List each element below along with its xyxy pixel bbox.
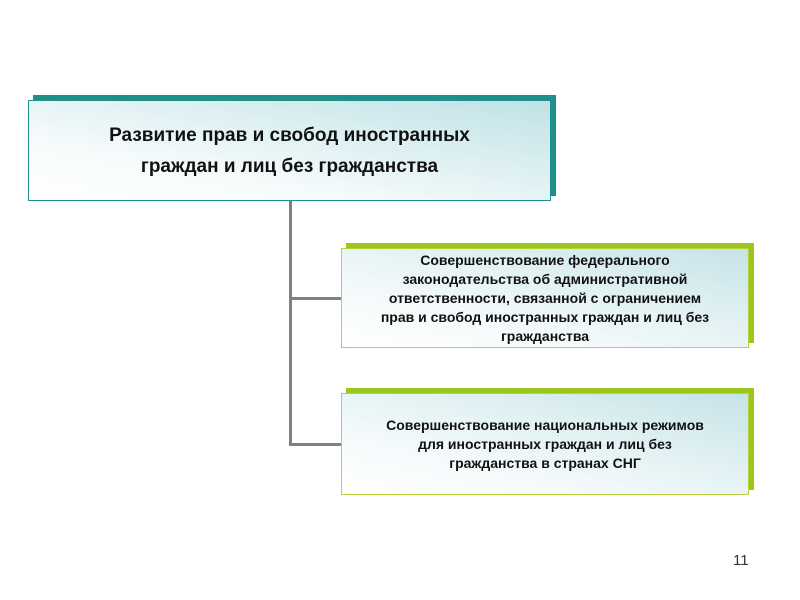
child-2-text: Совершенствование национальных режимов д… xyxy=(372,416,718,473)
child-1-line: Совершенствование федерального xyxy=(420,251,670,268)
child-1-line: гражданства xyxy=(500,327,590,344)
root-line-2: граждан и лиц без гражданства xyxy=(140,155,439,177)
page-number: 11 xyxy=(733,552,749,569)
child-node-1: Совершенствование федерального законодат… xyxy=(341,248,749,348)
child-2-line: Совершенствование национальных режимов xyxy=(386,416,704,433)
child-2-line: гражданства в странах СНГ xyxy=(449,454,641,471)
connector-vertical xyxy=(289,200,292,445)
child-1-text: Совершенствование федерального законодат… xyxy=(367,251,723,346)
root-node-text: Развитие прав и свобод иностранных гражд… xyxy=(109,120,470,182)
child-1-line: ответственности, связанной с ограничение… xyxy=(388,289,702,306)
child-1-line: прав и свобод иностранных граждан и лиц … xyxy=(380,308,710,325)
connector-to-child-2 xyxy=(289,443,341,446)
child-node-2: Совершенствование национальных режимов д… xyxy=(341,393,749,495)
connector-to-child-1 xyxy=(289,297,341,300)
root-line-1: Развитие прав и свобод иностранных xyxy=(109,124,470,146)
child-2-line: для иностранных граждан и лиц без xyxy=(418,435,672,452)
root-node: Развитие прав и свобод иностранных гражд… xyxy=(28,100,551,201)
child-1-line: законодательства об административной xyxy=(402,270,688,287)
